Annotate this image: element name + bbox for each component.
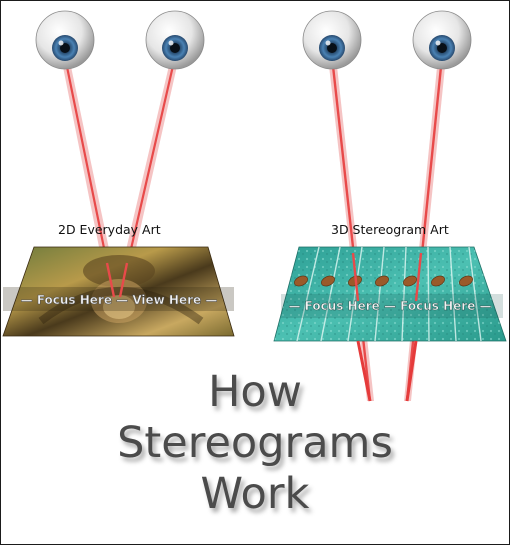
ray-right-1-core — [330, 56, 372, 402]
title-line-2: Stereograms — [117, 418, 393, 468]
ray-right-2-below — [405, 340, 418, 402]
right-panel-label: 3D Stereogram Art — [331, 222, 449, 237]
left-panel-label: 2D Everyday Art — [58, 222, 161, 237]
left-art-panel — [2, 246, 235, 337]
left-focus-caption: — Focus Here — View Here — — [21, 293, 218, 307]
ray-right-2-core — [405, 56, 444, 402]
ray-left-1-front — [105, 262, 116, 298]
ray-left-2-front — [118, 262, 129, 298]
ray-right-2-front — [414, 252, 423, 302]
right-focus-caption: — Focus Here — Focus Here — — [288, 299, 491, 313]
right-art-panel — [273, 246, 507, 342]
title-line-3: Work — [200, 469, 310, 519]
eyeball-icon — [145, 10, 205, 70]
page-title: How Stereograms Work — [1, 367, 509, 520]
eyeball-icon — [35, 10, 95, 70]
eyeball-icon — [412, 10, 472, 70]
ray-right-1-below — [356, 340, 372, 402]
eyeball-icon — [302, 10, 362, 70]
ray-right-1-front — [351, 252, 360, 302]
title-line-1: How — [208, 367, 302, 417]
